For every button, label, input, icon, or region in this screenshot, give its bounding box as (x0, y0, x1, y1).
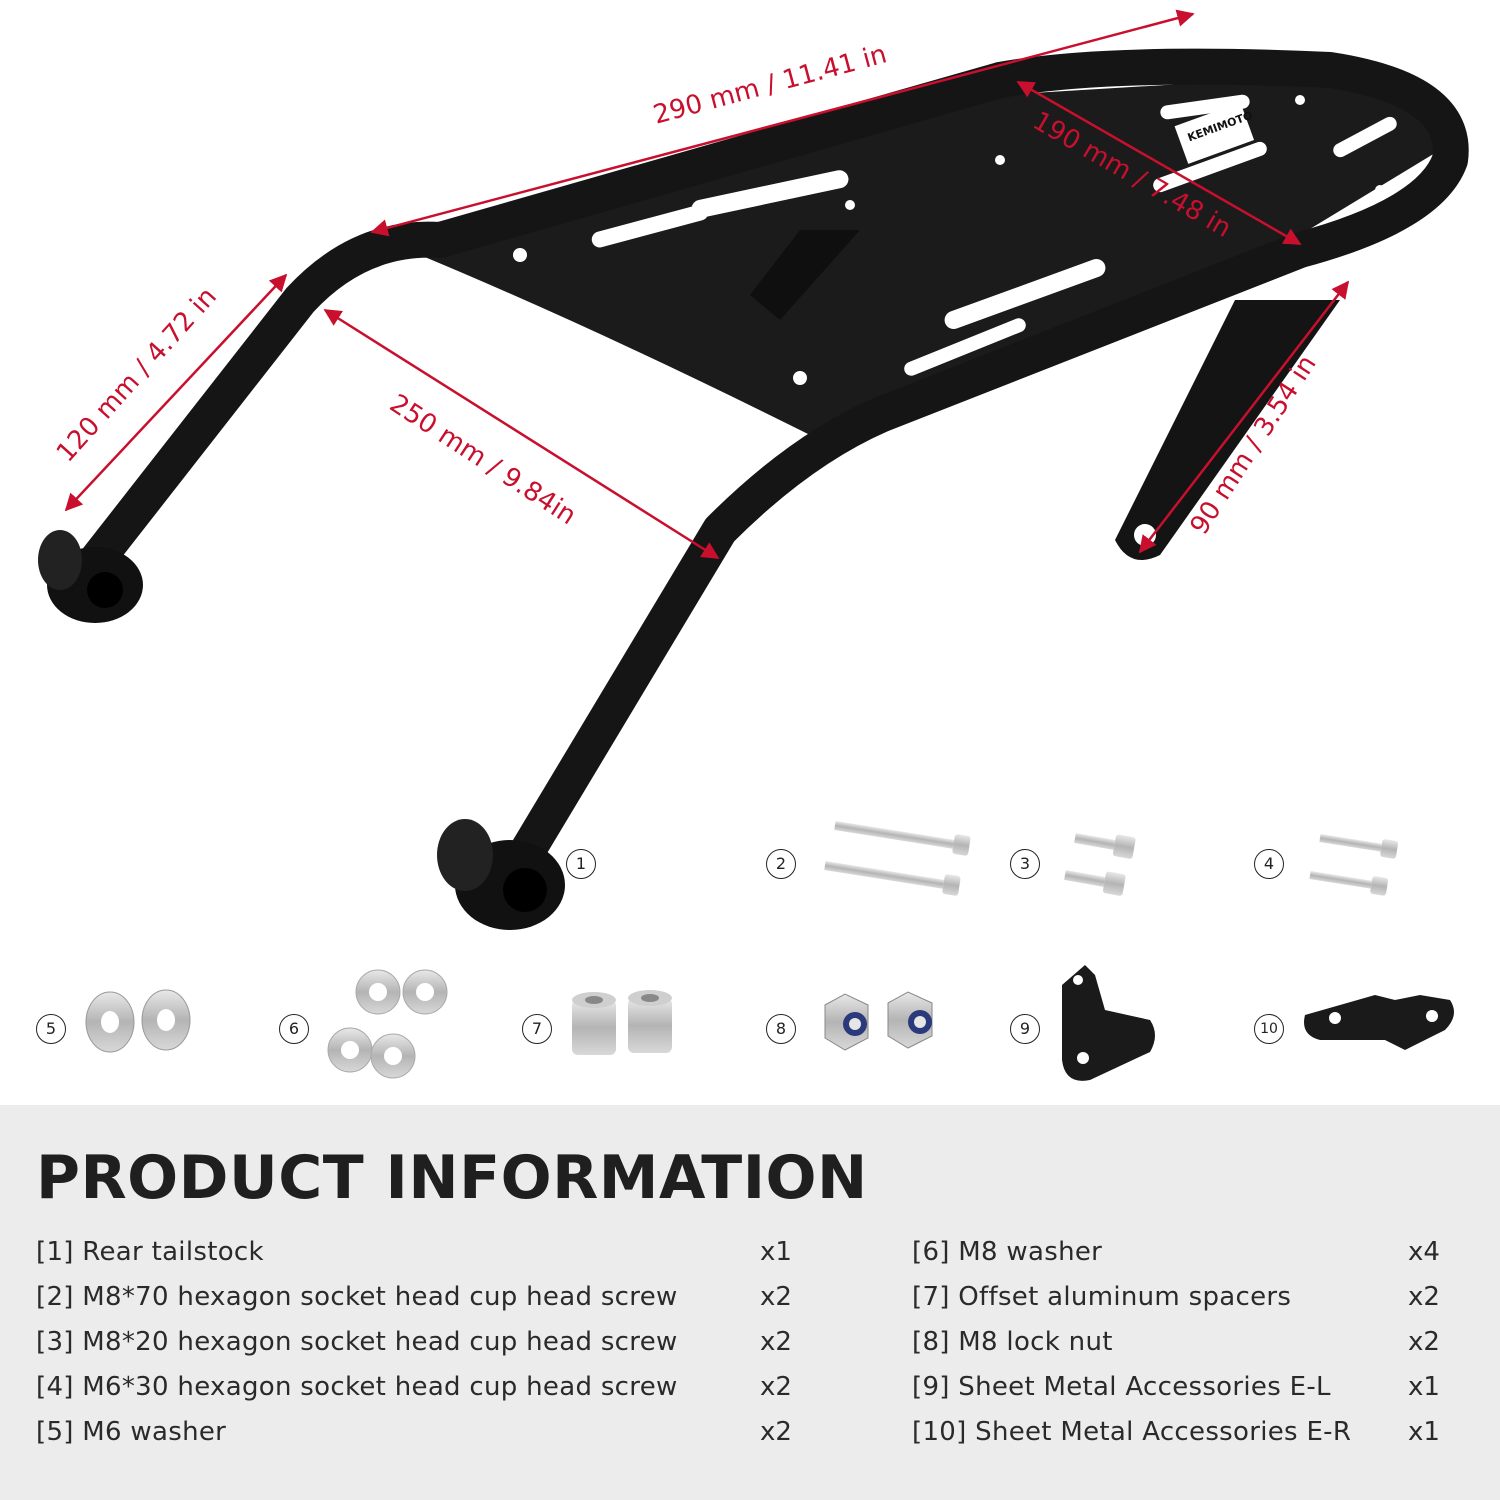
bracket-9 (1062, 965, 1155, 1081)
screw-set-2 (824, 821, 971, 896)
nut-set-8 (824, 991, 933, 1051)
parts-list-item: [6] M8 washer (912, 1237, 1103, 1267)
bracket-10 (1304, 995, 1454, 1050)
callout-5: 5 (36, 1014, 66, 1044)
callout-4: 4 (1254, 849, 1284, 879)
parts-list-item: [7] Offset aluminum spacers (912, 1282, 1292, 1312)
parts-list-item: [2] M8*70 hexagon socket head cup head s… (36, 1282, 678, 1312)
screw-set-4 (1309, 834, 1399, 896)
product-image: 290 mm / 11.41 in 190 mm / 7.48 in 120 m… (36, 9, 1469, 1081)
rack-illustration (38, 9, 1469, 1081)
callout-10: 10 (1254, 1014, 1284, 1044)
parts-list-item: [5] M6 washer (36, 1417, 227, 1447)
washer-set-5 (85, 989, 191, 1053)
rack-bracket (1115, 300, 1340, 560)
callout-3: 3 (1010, 849, 1040, 879)
parts-list-item: [9] Sheet Metal Accessories E-L (912, 1372, 1331, 1402)
screw-set-3 (1064, 833, 1136, 896)
product-info-panel: PRODUCT INFORMATION [1] Rear tailstock x… (0, 1105, 1500, 1500)
parts-list-qty: x1 (760, 1237, 792, 1267)
callout-8: 8 (766, 1014, 796, 1044)
parts-list-qty: x2 (760, 1372, 792, 1402)
parts-list-qty: x2 (760, 1327, 792, 1357)
parts-list-item: [1] Rear tailstock (36, 1237, 264, 1267)
parts-list-item: [10] Sheet Metal Accessories E-R (912, 1417, 1352, 1447)
parts-list-qty: x2 (1408, 1327, 1440, 1357)
parts-list-qty: x1 (1408, 1372, 1440, 1402)
brand-badge (1174, 102, 1255, 164)
callout-9: 9 (1010, 1014, 1040, 1044)
callout-6: 6 (279, 1014, 309, 1044)
rack-tube (67, 48, 1469, 898)
product-info-title: PRODUCT INFORMATION (36, 1143, 868, 1213)
parts-list-item: [8] M8 lock nut (912, 1327, 1113, 1357)
callout-7: 7 (522, 1014, 552, 1044)
washer-set-6 (327, 969, 448, 1079)
dimension-lines (64, 9, 1350, 560)
parts-list-qty: x2 (760, 1417, 792, 1447)
callout-2: 2 (766, 849, 796, 879)
rack-support (750, 230, 860, 320)
parts-list-qty: x2 (1408, 1282, 1440, 1312)
rack-feet (38, 530, 565, 930)
parts-list-qty: x2 (760, 1282, 792, 1312)
parts-list-item: [3] M8*20 hexagon socket head cup head s… (36, 1327, 678, 1357)
callout-1: 1 (566, 849, 596, 879)
parts-list-qty: x1 (1408, 1417, 1440, 1447)
parts-list-item: [4] M6*30 hexagon socket head cup head s… (36, 1372, 678, 1402)
parts-list-qty: x4 (1408, 1237, 1440, 1267)
spacer-set-7 (572, 990, 672, 1055)
